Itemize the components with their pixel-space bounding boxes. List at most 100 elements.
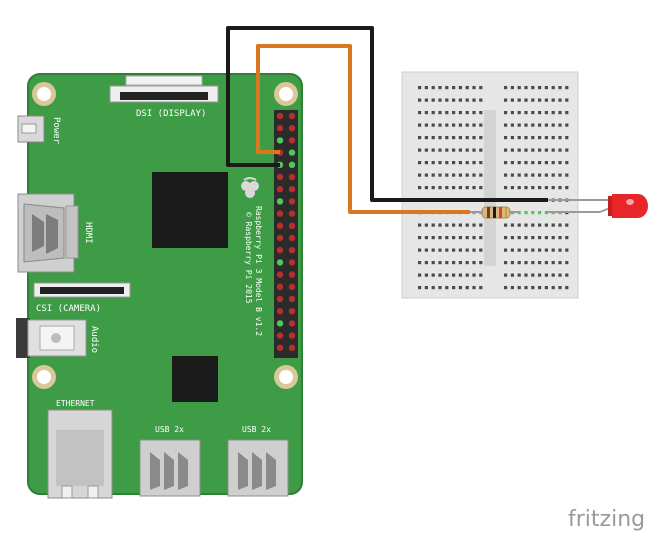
breadboard-hole: [531, 286, 535, 290]
usb-port-left: [139, 439, 201, 497]
breadboard-hole: [558, 261, 562, 265]
breadboard-hole: [510, 236, 514, 240]
gpio-pin: [276, 198, 284, 205]
breadboard-hole: [431, 286, 435, 290]
breadboard-hole: [418, 148, 422, 152]
gpio-pin: [288, 259, 296, 266]
breadboard-hole: [465, 161, 469, 165]
breadboard-hole: [452, 273, 456, 277]
breadboard-hole: [558, 123, 562, 127]
breadboard-hole: [551, 186, 555, 190]
breadboard-hole: [418, 261, 422, 265]
breadboard-hole: [452, 86, 456, 90]
breadboard-hole: [524, 211, 528, 215]
breadboard-hole: [538, 111, 542, 115]
breadboard-hole: [524, 123, 528, 127]
breadboard-hole: [445, 186, 449, 190]
gpio-pin: [276, 173, 284, 181]
breadboard-hole: [531, 86, 535, 90]
breadboard-hole: [551, 248, 555, 252]
breadboard-hole: [504, 173, 508, 177]
breadboard-hole: [452, 223, 456, 227]
breadboard-hole: [551, 236, 555, 240]
gpio-pin: [276, 283, 284, 290]
breadboard-hole: [424, 273, 428, 277]
breadboard-hole: [452, 173, 456, 177]
breadboard-hole: [544, 123, 548, 127]
breadboard-hole: [510, 123, 514, 127]
breadboard-hole: [472, 98, 476, 102]
breadboard-hole: [431, 86, 435, 90]
gpio-pin: [288, 308, 296, 315]
breadboard-hole: [544, 261, 548, 265]
gpio-pin: [276, 112, 284, 120]
breadboard-hole: [472, 186, 476, 190]
breadboard-hole: [531, 148, 535, 152]
breadboard-hole: [452, 123, 456, 127]
breadboard-hole: [524, 86, 528, 90]
breadboard-hole: [504, 161, 508, 165]
breadboard-hole: [452, 111, 456, 115]
gpio-pin: [276, 259, 284, 266]
breadboard-hole: [531, 161, 535, 165]
breadboard-hole: [465, 186, 469, 190]
breadboard-hole: [504, 248, 508, 252]
breadboard-hole: [438, 148, 442, 152]
breadboard-hole: [452, 186, 456, 190]
breadboard-hole: [531, 223, 535, 227]
breadboard-hole: [504, 136, 508, 140]
breadboard-hole: [538, 261, 542, 265]
breadboard-hole: [565, 236, 569, 240]
breadboard-hole: [458, 248, 462, 252]
breadboard-hole: [524, 286, 528, 290]
breadboard-hole: [510, 223, 514, 227]
breadboard-hole: [472, 273, 476, 277]
breadboard-hole: [424, 186, 428, 190]
breadboard-hole: [538, 161, 542, 165]
breadboard-hole: [472, 173, 476, 177]
breadboard-hole: [517, 111, 521, 115]
breadboard-hole: [544, 211, 548, 215]
breadboard-hole: [438, 123, 442, 127]
gpio-pin: [288, 198, 296, 205]
fritzing-watermark: fritzing: [568, 507, 645, 532]
breadboard-hole: [544, 148, 548, 152]
gpio-pin: [276, 320, 284, 327]
breadboard-hole: [510, 148, 514, 152]
breadboard-hole: [438, 286, 442, 290]
breadboard-hole: [418, 273, 422, 277]
breadboard-hole: [418, 123, 422, 127]
breadboard-hole: [458, 261, 462, 265]
breadboard-hole: [551, 111, 555, 115]
breadboard-hole: [538, 123, 542, 127]
breadboard-hole: [517, 248, 521, 252]
breadboard-hole: [479, 248, 483, 252]
breadboard-hole: [504, 286, 508, 290]
gpio-pin: [276, 247, 284, 254]
usb-port-right: [227, 439, 289, 497]
breadboard-hole: [544, 98, 548, 102]
breadboard-hole: [558, 173, 562, 177]
ethernet-label: ETHERNET: [56, 399, 95, 408]
breadboard-hole: [524, 248, 528, 252]
breadboard-hole: [504, 86, 508, 90]
breadboard-hole: [565, 273, 569, 277]
breadboard-hole: [558, 136, 562, 140]
breadboard-hole: [544, 111, 548, 115]
breadboard-hole: [479, 273, 483, 277]
breadboard-hole: [431, 173, 435, 177]
breadboard-hole: [524, 111, 528, 115]
breadboard-hole: [531, 136, 535, 140]
breadboard-hole: [445, 173, 449, 177]
gpio-pin: [288, 320, 296, 327]
usb-left-label: USB 2x: [155, 425, 184, 434]
breadboard-hole: [424, 111, 428, 115]
breadboard-hole: [538, 186, 542, 190]
breadboard-hole: [418, 173, 422, 177]
breadboard-hole: [504, 111, 508, 115]
breadboard-hole: [479, 111, 483, 115]
breadboard-hole: [431, 161, 435, 165]
gpio-pin: [288, 137, 296, 144]
breadboard: [401, 71, 579, 299]
breadboard-hole: [531, 173, 535, 177]
